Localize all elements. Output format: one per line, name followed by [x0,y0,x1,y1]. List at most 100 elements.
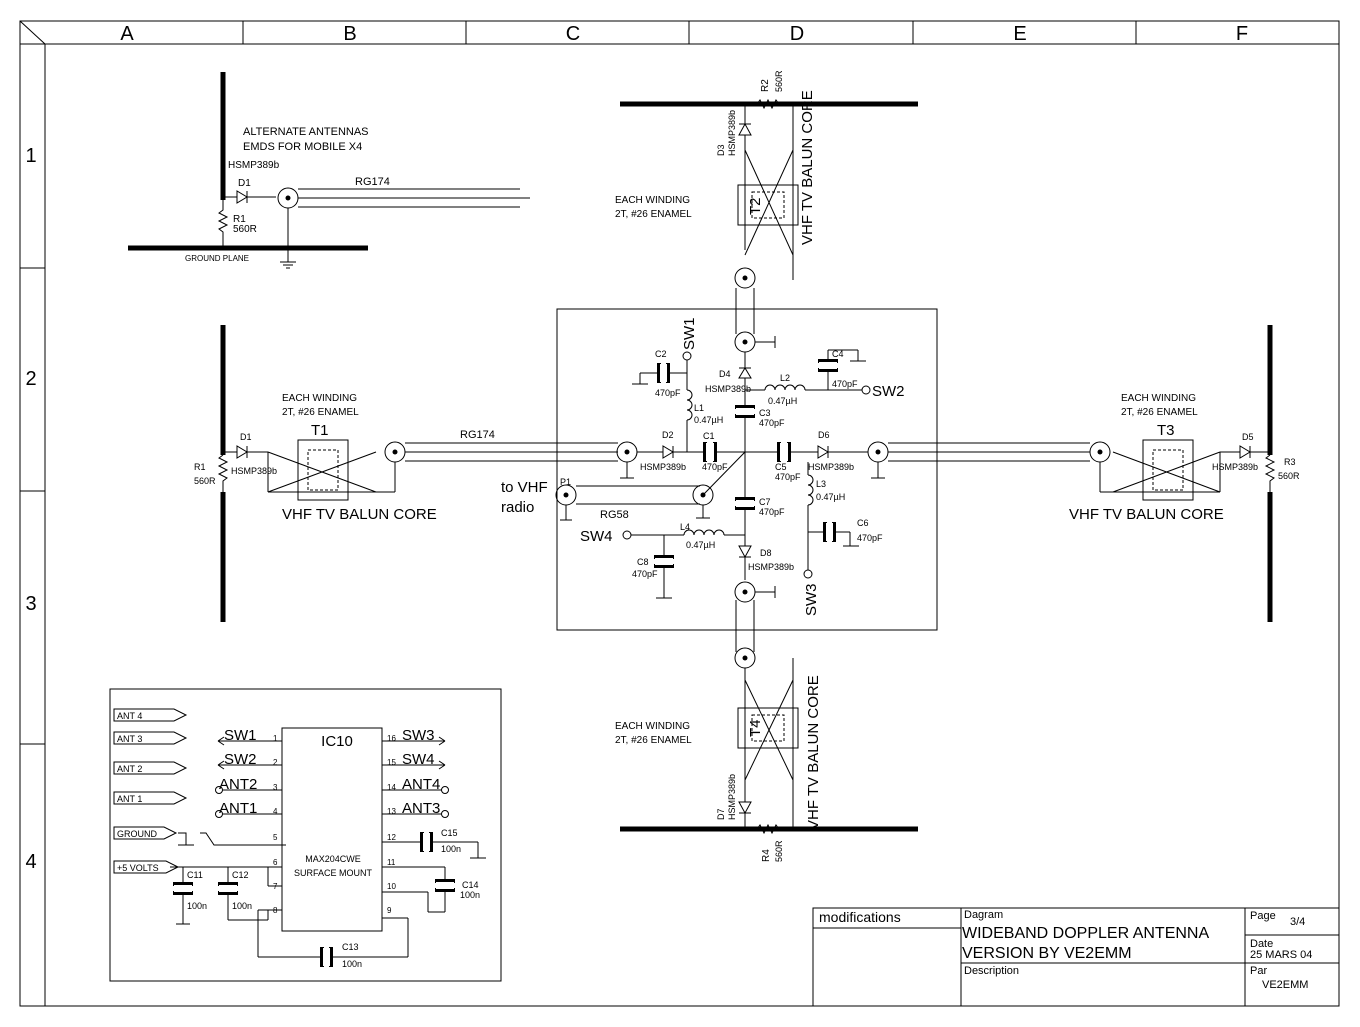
right-r-ref: R3 [1284,457,1296,467]
drawing-frame: A B C D E F 1 2 3 4 [19,20,1340,1007]
inset-diode-ref: D1 [238,178,251,189]
c2-val: 470pF [655,388,681,398]
pin-9: 9 [387,906,392,915]
c5-ref: C5 [775,462,787,472]
bottom-r-ref: R4 [761,849,772,862]
c6-ref: C6 [857,518,869,528]
pin-13: 13 [387,807,396,816]
left-d-part: HSMP389b [231,466,277,476]
ic-ref: IC10 [321,733,353,750]
modifications-label: modifications [819,909,901,925]
c15-val: 100n [441,844,461,854]
c15-ref: C15 [441,828,458,838]
resistor-icon [217,454,229,493]
c3-val: 470pF [759,418,785,428]
left-winding-2: 2T, #26 ENAMEL [282,407,359,418]
sw3-label: SW3 [803,583,820,616]
pin-1: 1 [273,734,278,743]
by-value: VE2EMM [1262,979,1308,991]
right-antenna: R3 560R D5 HSMP389b T3 EACH WINDING 2T, … [888,325,1300,622]
c2-ref: C2 [655,349,667,359]
bottom-d-part: HSMP389b [727,774,737,820]
pin-10: 10 [387,882,396,891]
c1-ref: C1 [703,431,715,441]
resistor-icon [745,98,791,110]
row-3: 3 [25,593,36,615]
resistor-icon [217,200,229,250]
port-ant1-label: ANT 1 [117,794,142,804]
right-r-val: 560R [1278,471,1300,481]
inset-resistor-val: 560R [233,224,257,235]
l2-val: 0.47µH [768,396,797,406]
top-core: VHF TV BALUN CORE [799,90,816,245]
top-d-ref: D3 [716,144,726,156]
l4-val: 0.47µH [686,540,715,550]
pin-14: 14 [387,783,396,792]
title-line-2: VERSION BY VE2EMM [962,945,1132,962]
ground-plane-label: GROUND PLANE [185,254,249,263]
sw3-terminal [803,569,813,579]
c14-ref: C14 [462,880,479,890]
col-b: B [343,23,356,45]
inset-cable: RG174 [355,176,390,188]
d2-part: HSMP389b [640,462,686,472]
top-winding-2: 2T, #26 ENAMEL [615,209,692,220]
port-ground [113,826,178,840]
ic-left-label-1: SW1 [224,727,257,744]
inset-resistor-ref: R1 [233,214,246,225]
c7-ref: C7 [759,497,771,507]
ic-left-label-4: ANT1 [219,800,257,817]
col-e: E [1013,23,1026,45]
pin-5: 5 [273,833,278,842]
right-winding-2: 2T, #26 ENAMEL [1121,407,1198,418]
pin-16: 16 [387,734,396,743]
d6-ref: D6 [818,430,830,440]
l2-ref: L2 [780,373,790,383]
inset-note-1: ALTERNATE ANTENNAS [243,126,369,138]
c3-ref: C3 [759,408,771,418]
pin-7: 7 [273,882,278,891]
page-number: 3/4 [1290,916,1305,928]
sw2-terminal [861,385,871,395]
right-d-part: HSMP389b [1212,462,1258,472]
inductor-icon [807,474,814,506]
balun-transformer-icon [737,184,799,226]
left-r-val: 560R [194,476,216,486]
by-label: Par [1250,965,1267,977]
ic10-body [281,727,383,932]
ic-right-label-1: SW3 [402,727,435,744]
right-winding-1: EACH WINDING [1121,393,1196,404]
port-ant3-label: ANT 3 [117,734,142,744]
balun-transformer-icon [297,439,349,501]
bottom-antenna: R4 560R D7 HSMP389b T4 VHF TV BALUN CORE… [615,581,918,862]
diode-icon [738,122,752,136]
bottom-core: VHF TV BALUN CORE [805,675,822,830]
sw4-terminal [622,530,632,540]
c5-val: 470pF [775,472,801,482]
d8-ref: D8 [760,548,772,558]
balun-transformer-icon [1142,439,1194,501]
top-d-part: HSMP389b [727,110,737,156]
inset-diode-part: HSMP389b [228,160,280,171]
left-antenna: R1 560R D1 HSMP389b T1 EACH WINDING 2T, … [194,325,618,622]
c8-val: 470pF [632,569,658,579]
radio-label-1: to VHF [501,479,548,496]
pin-11: 11 [387,858,396,867]
d6-part: HSMP389b [808,462,854,472]
c11-val: 100n [187,901,207,911]
row-4: 4 [25,851,36,873]
inductor-icon [686,389,693,421]
diode-icon [1239,445,1251,459]
c4-ref: C4 [832,349,844,359]
left-t-ref: T1 [311,422,329,439]
row-1: 1 [25,145,36,167]
c4-val: 470pF [832,379,858,389]
c6-val: 470pF [857,533,883,543]
left-cable: RG174 [460,429,495,441]
title-block: modifications Dagram WIDEBAND DOPPLER AN… [812,907,1340,1007]
d8-part: HSMP389b [748,562,794,572]
col-c: C [566,23,580,45]
diode-icon [738,545,752,559]
resistor-icon [745,823,791,835]
left-winding-1: EACH WINDING [282,393,357,404]
